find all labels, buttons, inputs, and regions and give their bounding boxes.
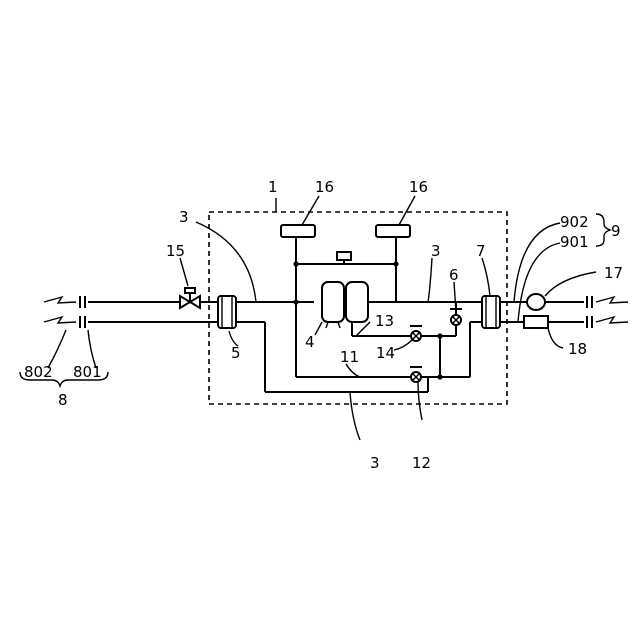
- label-801: 801: [73, 363, 102, 381]
- label-1: 1: [268, 178, 278, 196]
- label-5: 5: [231, 344, 241, 362]
- label-13: 13: [375, 312, 394, 330]
- label-14: 14: [376, 344, 395, 362]
- label-8: 8: [58, 391, 68, 409]
- valve-14: [410, 326, 422, 341]
- brace-9: [596, 214, 610, 246]
- junction-dot: [437, 374, 442, 379]
- label-3-left: 3: [179, 208, 189, 226]
- label-3-bottom: 3: [370, 454, 380, 472]
- label-7: 7: [476, 242, 486, 260]
- label-12: 12: [412, 454, 431, 472]
- label-18: 18: [568, 340, 587, 358]
- label-802: 802: [24, 363, 53, 381]
- coupler-7: [482, 296, 500, 328]
- tank-16-left: [281, 225, 315, 264]
- junction-dot: [293, 299, 298, 304]
- coupler-5: [218, 296, 236, 328]
- pipe-901: [500, 316, 628, 328]
- label-901: 901: [560, 233, 589, 251]
- label-4: 4: [305, 333, 315, 351]
- valve-15: [180, 288, 200, 308]
- pipe-801: [44, 316, 218, 328]
- label-17: 17: [604, 264, 623, 282]
- return-line-3: [236, 322, 428, 392]
- junction-dot: [293, 261, 298, 266]
- label-16-left: 16: [315, 178, 334, 196]
- label-16-right: 16: [409, 178, 428, 196]
- junction-dot: [393, 261, 398, 266]
- label-3-right: 3: [431, 242, 441, 260]
- label-15: 15: [166, 242, 185, 260]
- label-902: 902: [560, 213, 589, 231]
- element-18: [524, 316, 548, 328]
- label-11: 11: [340, 348, 359, 366]
- valve-12: [410, 367, 422, 382]
- label-9: 9: [611, 222, 621, 240]
- element-17: [527, 294, 545, 310]
- junction-dot: [437, 333, 442, 338]
- tank-16-right: [376, 225, 410, 264]
- gauge-top: [337, 252, 351, 264]
- unit-4: [322, 282, 368, 328]
- label-6: 6: [449, 266, 459, 284]
